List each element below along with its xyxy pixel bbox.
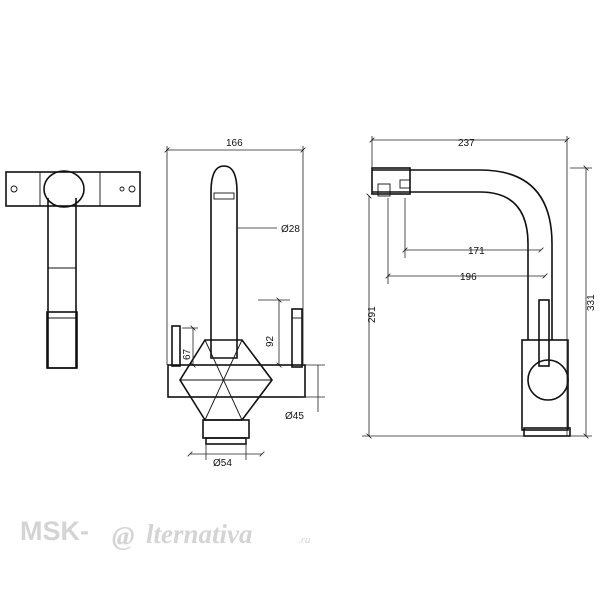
dim-label-front-width: 166 [226,138,243,149]
dim-label-lever-height: 92 [265,335,276,347]
top-view [5,170,141,369]
dim-label-side-width: 237 [458,138,475,149]
dim-label-body-diameter: Ø45 [285,411,304,422]
dim-label-reach-b: 196 [460,272,477,283]
dim-label-handle-height: 67 [182,348,193,360]
dim-label-base-diameter: Ø54 [213,458,232,469]
watermark-tail: lternativa [146,519,253,549]
watermark-domain: .ru [298,534,311,546]
dim-label-spout-diameter: Ø28 [281,224,300,235]
watermark-brand: MSK- [20,516,89,546]
dim-label-height-total: 331 [586,294,597,311]
watermark-logo: MSK- @ lternativa .ru [20,516,311,551]
watermark-at: @ [112,521,134,551]
dim-label-reach-a: 171 [468,246,485,257]
dim-label-height-spout: 291 [367,306,378,323]
front-view [164,146,325,460]
side-view [362,136,592,439]
